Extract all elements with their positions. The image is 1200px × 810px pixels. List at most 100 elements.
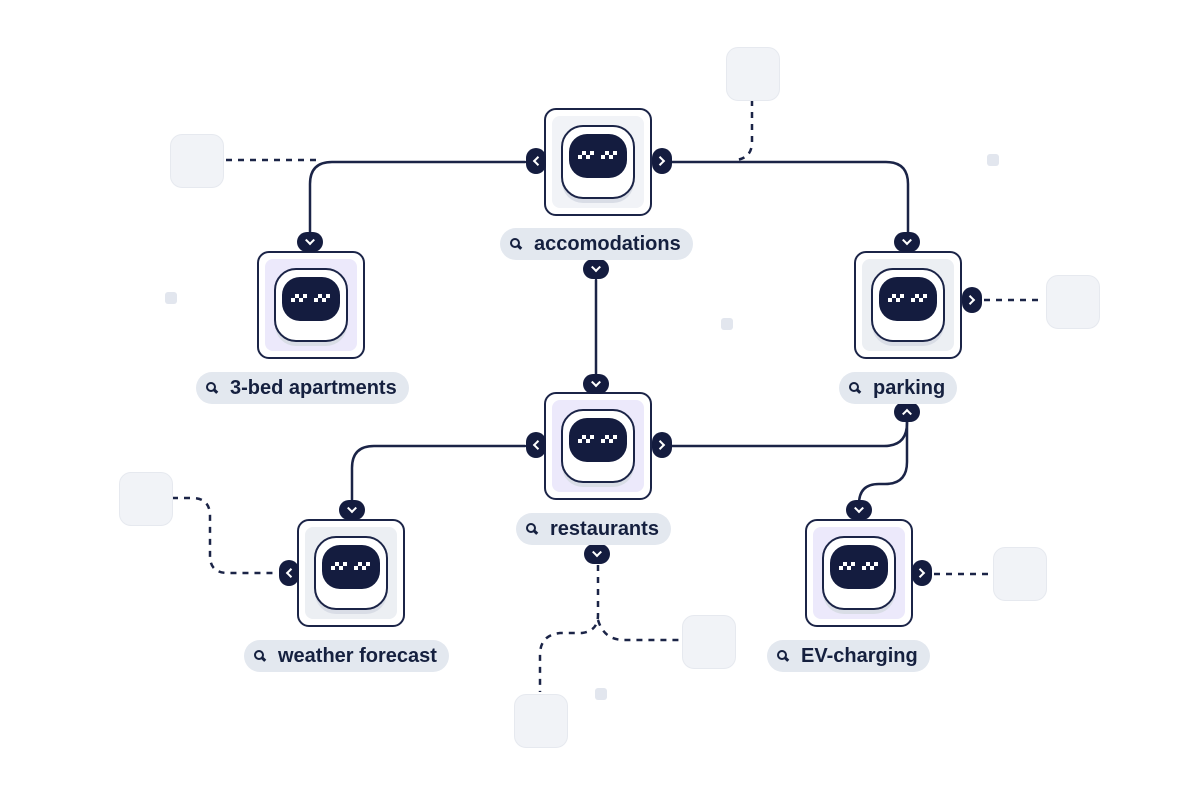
port-left[interactable] — [526, 148, 546, 174]
robot-eye-pixel — [613, 435, 617, 439]
agent-card[interactable] — [544, 392, 652, 500]
robot-eye-pixel — [892, 294, 896, 298]
port-bottom[interactable] — [584, 544, 610, 564]
port-top[interactable] — [894, 232, 920, 252]
robot-eye-pixel — [582, 435, 586, 439]
robot-eye-pixel — [335, 562, 339, 566]
robot-eye-pixel — [339, 566, 343, 570]
port-left[interactable] — [526, 432, 546, 458]
card-background — [813, 527, 905, 619]
robot-eye-pixel — [331, 566, 335, 570]
robot-eye-pixel — [601, 439, 605, 443]
robot-eye-pixel — [318, 294, 322, 298]
search-icon — [254, 650, 267, 662]
agent-card[interactable] — [257, 251, 365, 359]
search-icon — [777, 650, 790, 662]
decor-dot — [595, 688, 607, 700]
robot-eye — [331, 562, 347, 570]
robot-eye-pixel — [358, 562, 362, 566]
port-top[interactable] — [846, 500, 872, 520]
robot-icon — [871, 268, 945, 342]
robot-eye-pixel — [366, 562, 370, 566]
node-label[interactable]: restaurants — [516, 513, 671, 545]
node-label[interactable]: EV-charging — [767, 640, 930, 672]
robot-eye-pixel — [839, 566, 843, 570]
robot-eye-pixel — [322, 298, 326, 302]
robot-eye-pixel — [911, 298, 915, 302]
node-label[interactable]: 3-bed apartments — [196, 372, 409, 404]
robot-eye-pixel — [314, 298, 318, 302]
port-left[interactable] — [279, 560, 299, 586]
robot-eye-pixel — [605, 435, 609, 439]
robot-visor — [569, 134, 627, 178]
port-bottom[interactable] — [583, 259, 609, 279]
node-label[interactable]: parking — [839, 372, 958, 404]
robot-eye-pixel — [303, 294, 307, 298]
wire-accomodations-parking — [670, 160, 910, 234]
placeholder-tile — [170, 134, 224, 188]
robot-eye — [578, 435, 594, 443]
robot-eye-pixel — [295, 294, 299, 298]
placeholder-tile — [726, 47, 780, 101]
robot-visor — [322, 545, 380, 589]
port-bottom[interactable] — [894, 402, 920, 422]
robot-eye-pixel — [870, 566, 874, 570]
search-icon — [526, 523, 539, 535]
placeholder-tile — [119, 472, 173, 526]
robot-eye-pixel — [586, 439, 590, 443]
node-label[interactable]: accomodations — [500, 228, 693, 260]
robot-eye-pixel — [847, 566, 851, 570]
robot-visor — [879, 277, 937, 321]
wire-restaurants-parking — [670, 410, 909, 448]
dashed-wire-restaurants-down — [538, 565, 600, 692]
node-label[interactable]: weather forecast — [244, 640, 449, 672]
robot-eye — [354, 562, 370, 570]
wire-parking-ev — [857, 410, 909, 506]
card-background — [552, 116, 644, 208]
agent-card[interactable] — [544, 108, 652, 216]
node-label-text: weather forecast — [278, 644, 437, 667]
robot-eye — [578, 151, 594, 159]
robot-eye-pixel — [299, 298, 303, 302]
port-right[interactable] — [652, 148, 672, 174]
node-label-text: EV-charging — [801, 644, 918, 667]
robot-eye-pixel — [354, 566, 358, 570]
robot-eye-pixel — [601, 155, 605, 159]
decor-dot — [987, 154, 999, 166]
robot-icon — [561, 125, 635, 199]
robot-eye-pixel — [609, 155, 613, 159]
robot-eye-pixel — [843, 562, 847, 566]
port-top[interactable] — [583, 374, 609, 394]
node-label-text: restaurants — [550, 517, 659, 540]
robot-eye — [601, 435, 617, 443]
robot-eye-pixel — [582, 151, 586, 155]
robot-eye-pixel — [923, 294, 927, 298]
robot-eye-pixel — [900, 294, 904, 298]
robot-eye-pixel — [896, 298, 900, 302]
port-right[interactable] — [962, 287, 982, 313]
robot-eye-pixel — [590, 435, 594, 439]
agent-card[interactable] — [297, 519, 405, 627]
robot-eye-pixel — [326, 294, 330, 298]
robot-eye — [314, 294, 330, 302]
node-label-text: 3-bed apartments — [230, 376, 397, 399]
dashed-wire-weather-left — [172, 496, 276, 575]
port-top[interactable] — [297, 232, 323, 252]
robot-eye — [888, 294, 904, 302]
robot-visor — [569, 418, 627, 462]
robot-eye-pixel — [586, 155, 590, 159]
robot-icon — [274, 268, 348, 342]
robot-eye — [601, 151, 617, 159]
node-label-text: parking — [873, 376, 946, 399]
robot-eye-pixel — [590, 151, 594, 155]
robot-eye-pixel — [919, 298, 923, 302]
robot-eye-pixel — [343, 562, 347, 566]
robot-visor — [282, 277, 340, 321]
port-right[interactable] — [912, 560, 932, 586]
agent-card[interactable] — [854, 251, 962, 359]
port-right[interactable] — [652, 432, 672, 458]
agent-card[interactable] — [805, 519, 913, 627]
port-top[interactable] — [339, 500, 365, 520]
robot-eye-pixel — [862, 566, 866, 570]
robot-eye-pixel — [888, 298, 892, 302]
